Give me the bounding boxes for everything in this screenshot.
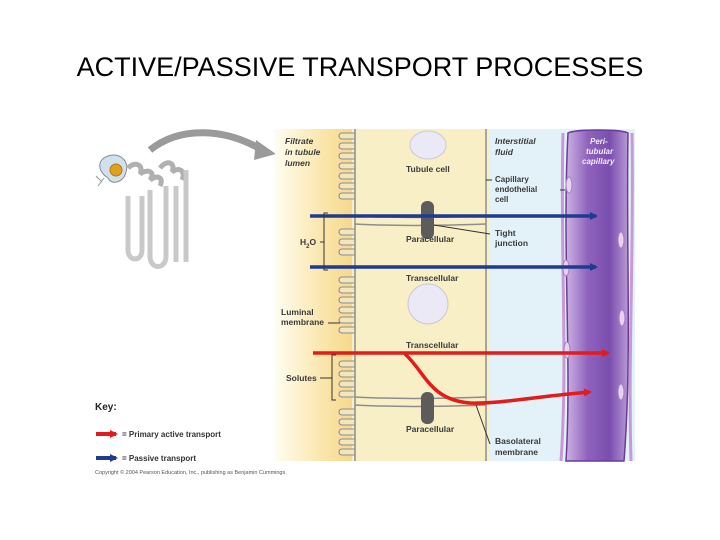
tubule-cells [354, 129, 487, 461]
interstitial-label-line1: Interstitial [495, 136, 536, 146]
transcellular-label-top: Transcellular [406, 273, 459, 283]
nucleus-middle [407, 283, 449, 325]
nephron-illustration [95, 154, 189, 269]
capillary-endothelium [559, 132, 634, 462]
nucleus-top [409, 130, 447, 160]
luminal-membrane-label-line1: Luminal [281, 307, 314, 317]
zoom-pointer-arrow [147, 129, 264, 154]
peritubular-capillary [565, 129, 630, 462]
peritubular-label-line2: tubular [586, 147, 614, 156]
transcellular-label-bottom: Transcellular [406, 340, 459, 350]
interstitial-label-line2: fluid [495, 147, 514, 157]
capillary-label-line2: endothelial [495, 185, 537, 194]
active-arrow-solutes [403, 352, 592, 405]
copyright-notice: Copyright © 2004 Pearson Education, Inc.… [95, 469, 287, 476]
basolateral-label-line2: membrane [495, 447, 538, 457]
capillary-label-line3: cell [495, 195, 508, 204]
solutes-label: Solutes [286, 373, 317, 383]
endothelial-nuclei [562, 176, 626, 401]
tight-junction-bottom [421, 392, 434, 424]
basolateral-label-line1: Basolateral [495, 436, 541, 446]
tight-junction-top [421, 201, 434, 239]
tight-junction-label-line2: junction [494, 238, 528, 248]
paracellular-label-bottom: Paracellular [406, 424, 455, 434]
key-title: Key: [95, 402, 117, 413]
microvilli [338, 132, 355, 456]
key-passive-label: = Passive transport [122, 454, 196, 463]
luminal-membrane-label-line2: membrane [281, 317, 324, 327]
label-brackets [320, 179, 565, 445]
filtrate-label-line1: Filtrate [285, 136, 314, 146]
filtrate-label-line2: in tubule [285, 147, 321, 157]
paracellular-label-top: Paracellular [406, 234, 455, 244]
key-active-label: = Primary active transport [122, 430, 221, 439]
tight-junction-label-line1: Tight [495, 228, 516, 238]
filtrate-label-line3: lumen [285, 158, 310, 168]
peritubular-label-line3: capillary [582, 157, 615, 166]
tubule-cell-label: Tubule cell [406, 164, 450, 174]
slide-title: ACTIVE/PASSIVE TRANSPORT PROCESSES [76, 52, 644, 82]
peritubular-label-line1: Peri- [590, 137, 608, 146]
capillary-label-line1: Capillary [495, 175, 529, 184]
h2o-label: H2O [300, 237, 316, 250]
